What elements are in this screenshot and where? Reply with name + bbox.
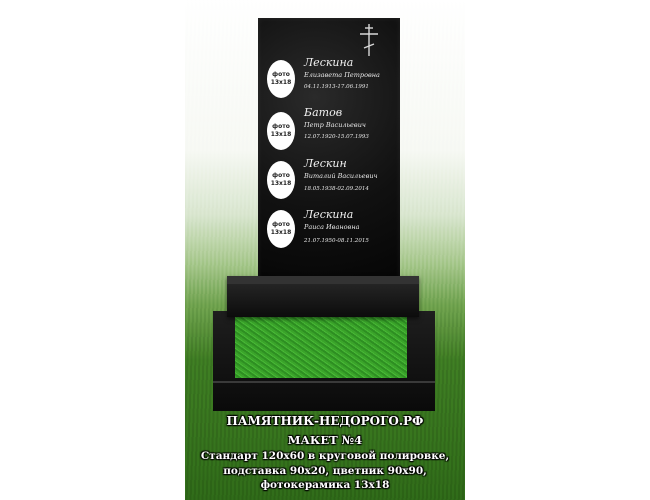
frame-edge	[213, 381, 435, 383]
site-name: ПАМЯТНИК-НЕДОРОГО.РФ	[226, 414, 424, 428]
spec-line-2: подставка 90х20, цветник 90х90,	[223, 465, 427, 477]
photo-placeholder: фото 13х18	[267, 161, 295, 199]
first-patronymic: Виталий Васильевич	[304, 172, 378, 180]
first-patronymic: Елизавета Петровна	[304, 71, 380, 79]
life-dates: 21.07.1950-08.11.2015	[304, 238, 369, 244]
life-dates: 04.11.1913-17.06.1991	[304, 84, 369, 90]
first-patronymic: Раиса Ивановна	[304, 223, 360, 231]
photo-placeholder: фото 13х18	[267, 60, 295, 98]
surname: Лескина	[304, 56, 354, 69]
monument-scene: фото 13х18 Лескина Елизавета Петровна 04…	[185, 0, 465, 500]
photo-placeholder: фото 13х18	[267, 112, 295, 150]
surname: Лескин	[304, 157, 347, 170]
surname: Батов	[304, 106, 343, 119]
life-dates: 12.07.1920-15.07.1993	[304, 134, 369, 140]
granite-stele: фото 13х18 Лескина Елизавета Петровна 04…	[258, 18, 400, 281]
pedestal-top	[227, 276, 419, 284]
model-title: МАКЕТ №4	[287, 433, 363, 447]
surname: Лескина	[304, 208, 354, 221]
spec-line-1: Стандарт 120х60 в круговой полировке,	[200, 450, 450, 462]
grass-fill	[235, 314, 407, 378]
orthodox-cross-icon	[360, 24, 378, 56]
first-patronymic: Петр Васильевич	[304, 121, 366, 129]
spec-line-3: фотокерамика 13х18	[260, 479, 390, 491]
photo-placeholder: фото 13х18	[267, 210, 295, 248]
life-dates: 18.05.1938-02.09.2014	[304, 186, 369, 192]
